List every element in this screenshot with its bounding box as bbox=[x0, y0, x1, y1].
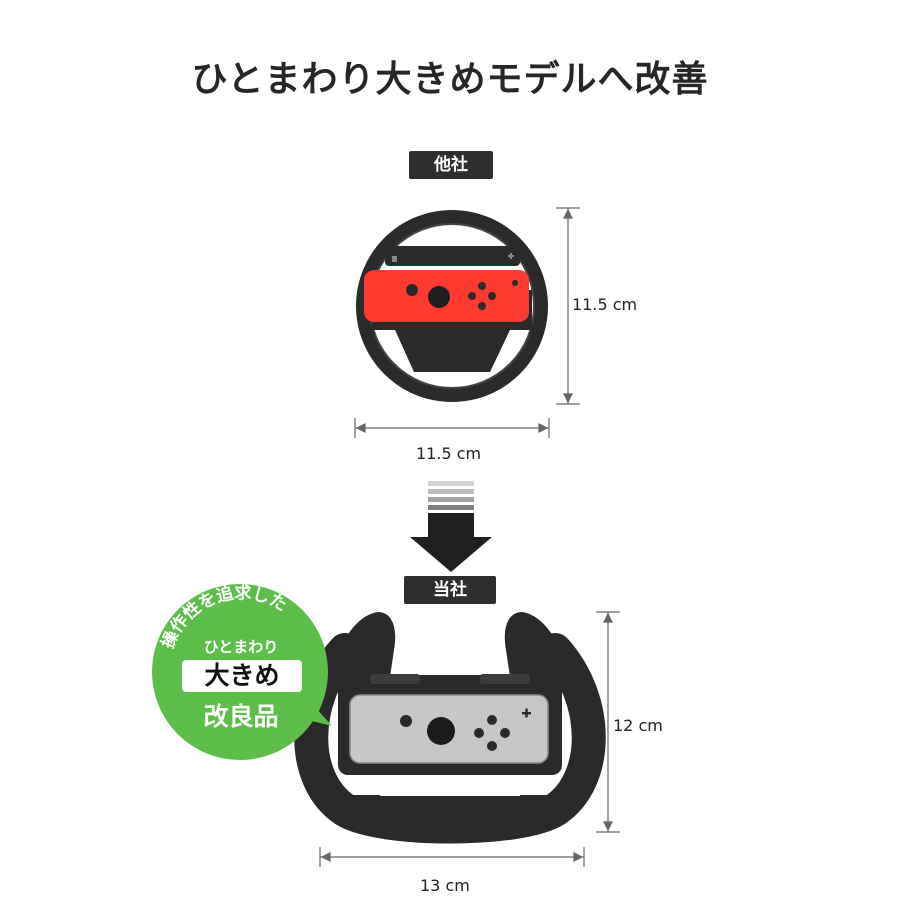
competitor-height-label: 11.5 cm bbox=[572, 295, 638, 314]
our-wheel bbox=[294, 612, 606, 844]
competitor-width-label: 11.5 cm bbox=[416, 444, 482, 463]
competitor-label: 他社 bbox=[409, 151, 493, 179]
our-product-label: 当社 bbox=[404, 576, 496, 604]
our-dimension-lines bbox=[319, 611, 620, 867]
down-arrow bbox=[410, 481, 492, 572]
bubble-line-2: ひとまわり bbox=[203, 638, 279, 656]
page-title: ひとまわり大きめモデルへ改善 bbox=[191, 59, 709, 100]
competitor-dimension-lines bbox=[354, 207, 580, 438]
competitor-wheel bbox=[356, 210, 548, 402]
our-width-label: 13 cm bbox=[420, 876, 470, 895]
bubble-line-3: 大きめ bbox=[182, 660, 302, 692]
our-height-label: 12 cm bbox=[613, 716, 663, 735]
bubble-line-4: 改良品 bbox=[203, 702, 279, 731]
